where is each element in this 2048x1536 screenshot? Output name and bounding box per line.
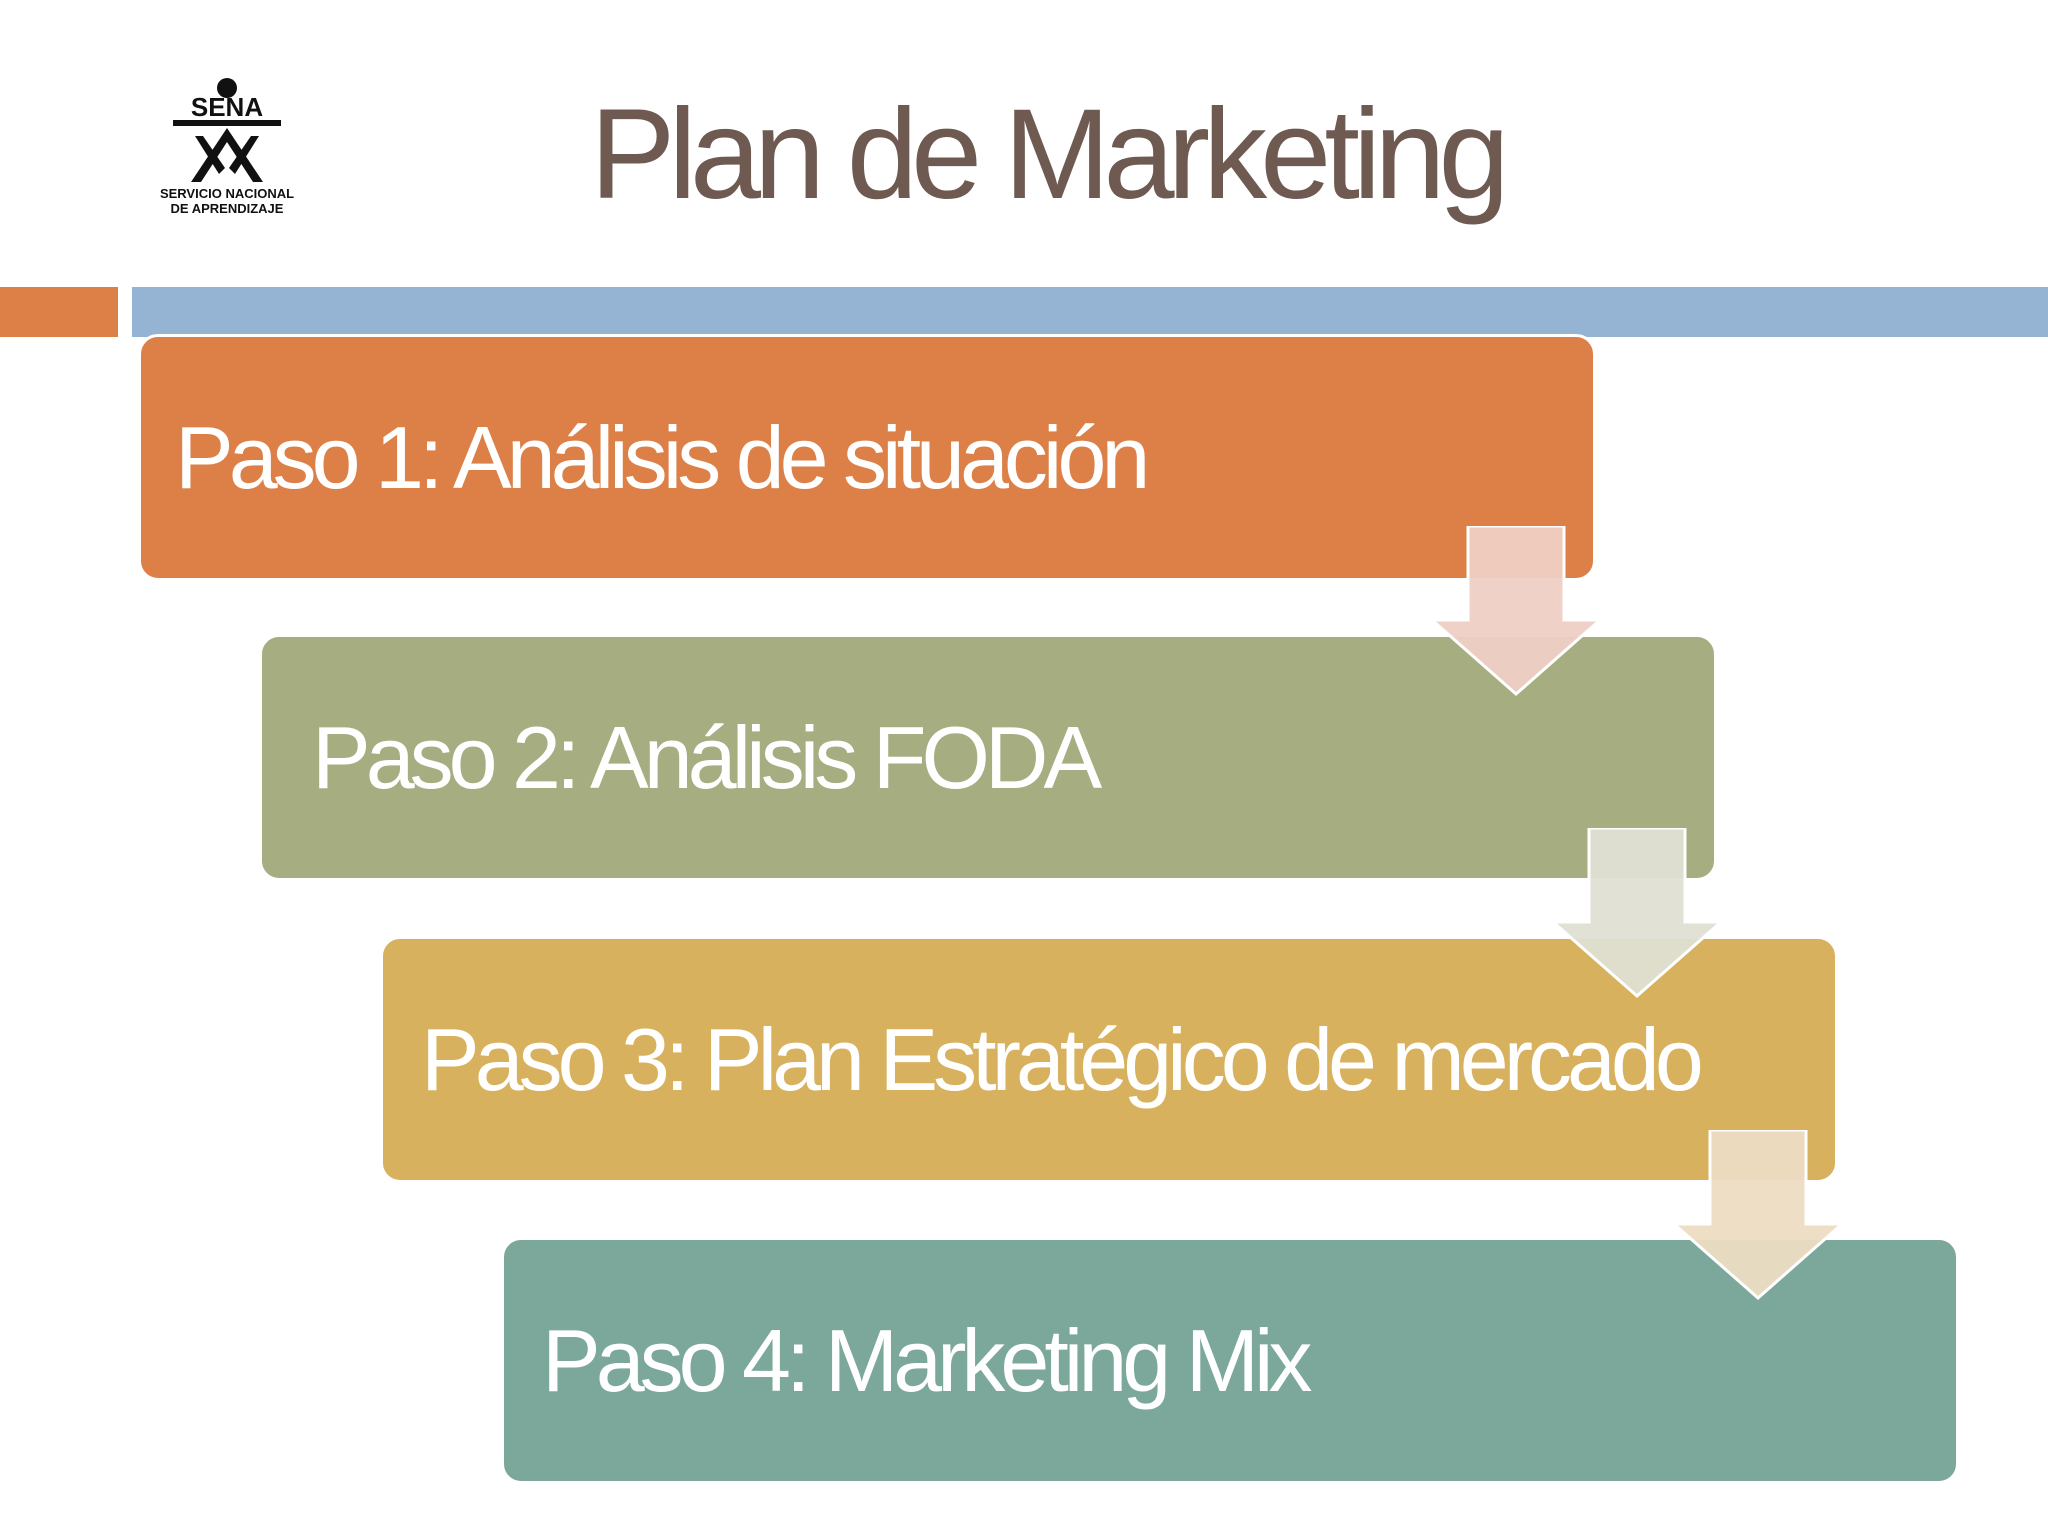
page-title: Plan de Marketing [590,83,1510,226]
logo-name: SENA [191,92,263,122]
sena-logo: SENA SERVICIO NACIONAL DE APRENDIZAJE [135,78,325,218]
step-label-4: Paso 4: Marketing Mix [542,1310,1313,1410]
down-arrow-icon [1551,828,1723,998]
step-box-1: Paso 1: Análisis de situación [138,334,1596,581]
step-box-3: Paso 3: Plan Estratégico de mercado [380,936,1838,1183]
down-arrow-icon [1672,1130,1844,1300]
logo-line-1: SERVICIO NACIONAL [160,186,294,201]
step-label-2: Paso 2: Análisis FODA [312,707,1102,807]
accent-bar-blue [132,287,2048,337]
down-arrow-icon [1430,526,1602,696]
step-label-3: Paso 3: Plan Estratégico de mercado [421,1009,1704,1109]
step-box-2: Paso 2: Análisis FODA [259,634,1717,881]
logo-line-2: DE APRENDIZAJE [171,201,284,216]
step-box-4: Paso 4: Marketing Mix [501,1237,1959,1484]
accent-bar-orange [0,287,118,337]
step-label-1: Paso 1: Análisis de situación [175,407,1150,507]
sena-logo-icon: SENA SERVICIO NACIONAL DE APRENDIZAJE [160,78,294,216]
